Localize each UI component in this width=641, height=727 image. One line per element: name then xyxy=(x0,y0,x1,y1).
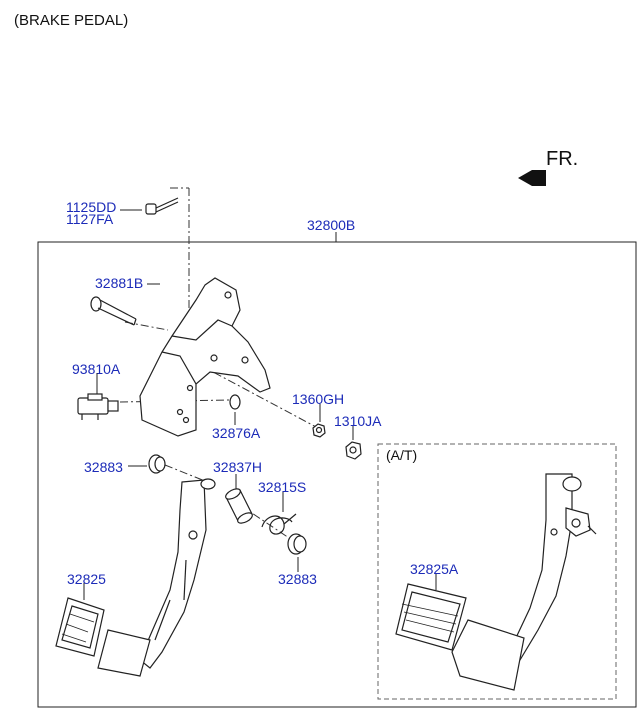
part-label-32883-lower[interactable]: 32883 xyxy=(278,571,317,587)
part-label-1310ja[interactable]: 1310JA xyxy=(334,413,382,429)
diagram-title: (BRAKE PEDAL) xyxy=(14,12,129,29)
bushing-32876a-icon xyxy=(229,394,241,410)
pedal-bracket-icon xyxy=(139,277,271,437)
part-label-1360gh[interactable]: 1360GH xyxy=(292,391,345,407)
stop-lamp-switch-icon xyxy=(77,393,119,420)
brake-pedal-arm-icon xyxy=(97,478,216,677)
part-label-32825[interactable]: 32825 xyxy=(67,571,106,587)
part-label-32825a[interactable]: 32825A xyxy=(410,561,459,577)
part-label-32883-upper[interactable]: 32883 xyxy=(84,459,123,475)
return-spring-icon xyxy=(261,513,297,535)
pedal-pad-32825-icon xyxy=(55,597,105,657)
bolt-1125dd-icon xyxy=(145,197,179,215)
assembly-frame xyxy=(37,241,637,708)
part-label-32881b[interactable]: 32881B xyxy=(95,275,144,291)
part-label-32837h[interactable]: 32837H xyxy=(213,459,263,475)
front-direction-label: FR. xyxy=(546,148,579,170)
nut-1310ja-icon xyxy=(345,441,362,460)
part-label-1127fa[interactable]: 1127FA xyxy=(66,211,114,227)
bushing-32883-upper-icon xyxy=(148,454,166,474)
long-bolt-32881b-icon xyxy=(90,296,137,326)
at-pedal-arm-icon xyxy=(451,473,597,691)
auto-transmission-label: (A/T) xyxy=(386,447,418,463)
part-label-1125dd[interactable]: 1125DD xyxy=(66,199,117,215)
part-label-32800b[interactable]: 32800B xyxy=(307,217,356,233)
at-variant-box xyxy=(377,443,617,700)
bushing-32883-lower-icon xyxy=(287,533,307,555)
sleeve-32837h-icon xyxy=(225,488,253,524)
part-label-32815s[interactable]: 32815S xyxy=(258,479,307,495)
part-label-93810a[interactable]: 93810A xyxy=(72,361,121,377)
front-arrow-icon xyxy=(518,170,546,186)
part-label-32876a[interactable]: 32876A xyxy=(212,425,261,441)
pedal-pad-32825a-icon xyxy=(395,583,467,651)
nut-1360gh-icon xyxy=(312,423,326,438)
